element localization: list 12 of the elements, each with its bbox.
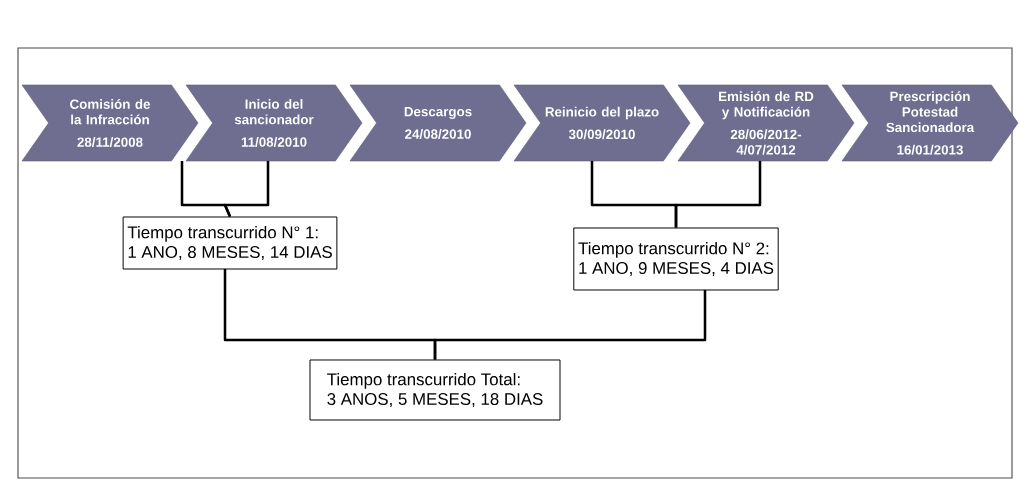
bracket-connector bbox=[433, 290, 707, 360]
chevron-step: Reinicio del plazo 30/09/2010 bbox=[513, 84, 691, 162]
duration-box: Tiempo transcurrido N° 2: 1 ANO, 9 MESES, 4 DIAS bbox=[573, 227, 779, 291]
bracket-connector bbox=[674, 161, 762, 228]
chevron-step: Descargos 24/08/2010 bbox=[349, 84, 527, 162]
chevron-step: Comisión de la Infracción 28/11/2008 bbox=[21, 84, 199, 162]
bracket-connector bbox=[223, 161, 270, 217]
chevron-step: Inicio del sancionador 11/08/2010 bbox=[185, 84, 363, 162]
chevron-step: Prescripción Potestad Sancionadora 16/01/2013 bbox=[841, 84, 1019, 162]
duration-box: Tiempo transcurrido N° 1: 1 ANO, 8 MESES, 14 DIAS bbox=[122, 216, 338, 270]
chevron-step: Emisión de RD y Notificación 28/06/2012- 4/07/2012 bbox=[677, 84, 855, 162]
duration-box: Tiempo transcurrido Total: 3 ANOS, 5 MESES, 18 DIAS bbox=[309, 359, 561, 421]
